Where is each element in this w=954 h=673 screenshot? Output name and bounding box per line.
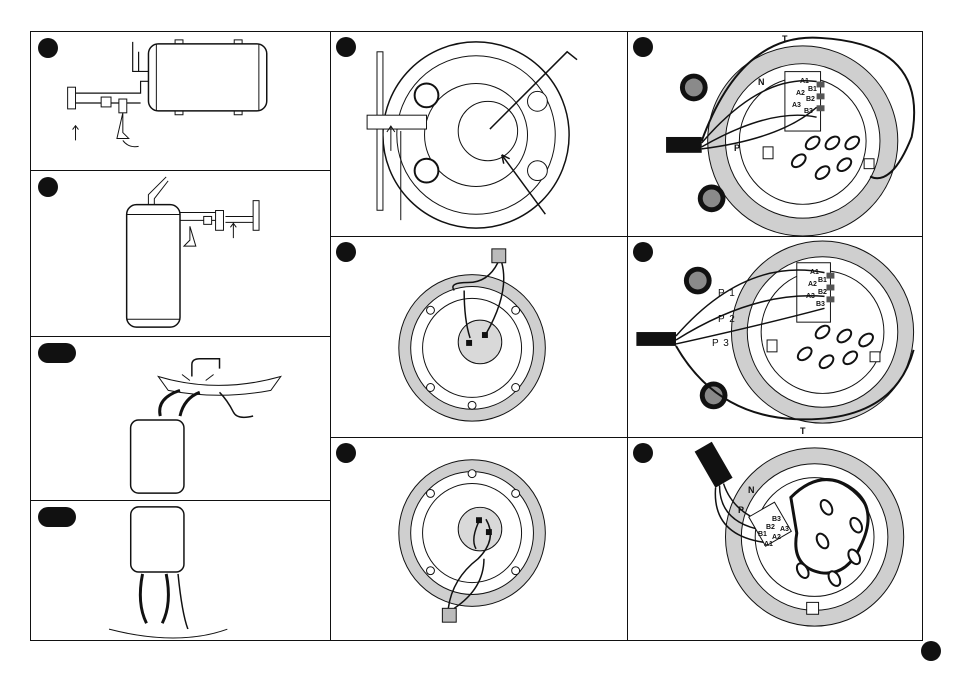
panel-single-phase-wiring: T N P A1 A2 A3 B1 B2 B3 xyxy=(627,31,923,237)
terminal-label-a3: A3 xyxy=(792,102,801,109)
terminal-label-a3: A3 xyxy=(806,293,815,300)
step-badge xyxy=(336,443,356,463)
panel-under-sink-down xyxy=(30,500,331,641)
single-phase-wiring-illustration xyxy=(666,36,916,236)
sink-below-heater-illustration xyxy=(108,506,228,639)
terminal-label-b2: B2 xyxy=(806,96,815,103)
step-badge xyxy=(38,177,58,197)
thermostat-wiring-illustration xyxy=(398,248,546,422)
page-marker xyxy=(921,641,941,661)
terminal-label-p2: P 2 xyxy=(718,314,736,325)
sink-above-heater-illustration xyxy=(129,357,282,494)
three-phase-wiring-illustration xyxy=(636,240,915,424)
thermostat-wiring-rotated-illustration xyxy=(398,459,546,623)
terminal-label-b1: B1 xyxy=(758,531,767,538)
terminal-label-a1: A1 xyxy=(764,541,773,548)
step-badge-wide xyxy=(38,343,76,363)
terminal-label-a2: A2 xyxy=(796,90,805,97)
terminal-label-b3: B3 xyxy=(772,516,781,523)
terminal-label-p: P xyxy=(734,143,741,153)
terminal-label-b1: B1 xyxy=(808,86,817,93)
terminal-label-p: P xyxy=(738,505,745,515)
step-badge xyxy=(633,443,653,463)
terminal-label-p1: P 1 xyxy=(718,288,736,299)
panel-alt-wiring: N P B3 B2 B1 A3 A2 A1 xyxy=(627,437,923,641)
step-badge xyxy=(633,242,653,262)
terminal-label-b1: B1 xyxy=(818,277,827,284)
step-badge-wide xyxy=(38,507,76,527)
terminal-label-p3: P 3 xyxy=(712,338,730,349)
alternate-wiring-illustration xyxy=(694,441,905,627)
terminal-label-t: T xyxy=(800,426,806,436)
panel-under-sink-up xyxy=(30,336,331,501)
terminal-label-a2: A2 xyxy=(808,281,817,288)
panel-flange-removal xyxy=(330,31,628,237)
terminal-label-b2: B2 xyxy=(766,524,775,531)
panel-horizontal-install xyxy=(30,31,331,171)
panel-three-phase-wiring: P 1 P 2 P 3 T A1 A2 A3 B1 B2 B3 xyxy=(627,236,923,438)
terminal-label-n: N xyxy=(748,485,755,495)
step-badge xyxy=(336,242,356,262)
step-badge xyxy=(38,38,58,58)
terminal-label-b3: B3 xyxy=(816,301,825,308)
panel-thermostat-wiring-b xyxy=(330,437,628,641)
terminal-label-a3: A3 xyxy=(780,526,789,533)
vertical-heater-illustration xyxy=(125,176,260,328)
step-badge xyxy=(633,37,653,57)
terminal-label-b3: B3 xyxy=(804,108,813,115)
horizontal-heater-illustration xyxy=(67,39,268,148)
step-badge xyxy=(336,37,356,57)
panel-thermostat-wiring-a xyxy=(330,236,628,438)
terminal-label-n: N xyxy=(758,77,765,87)
terminal-label-a2: A2 xyxy=(772,534,781,541)
terminal-label-t: T xyxy=(782,34,788,44)
panel-vertical-install xyxy=(30,170,331,337)
terminal-label-b2: B2 xyxy=(818,289,827,296)
terminal-label-a1: A1 xyxy=(800,78,809,85)
flange-removal-illustration xyxy=(366,41,578,229)
terminal-label-a1: A1 xyxy=(810,269,819,276)
